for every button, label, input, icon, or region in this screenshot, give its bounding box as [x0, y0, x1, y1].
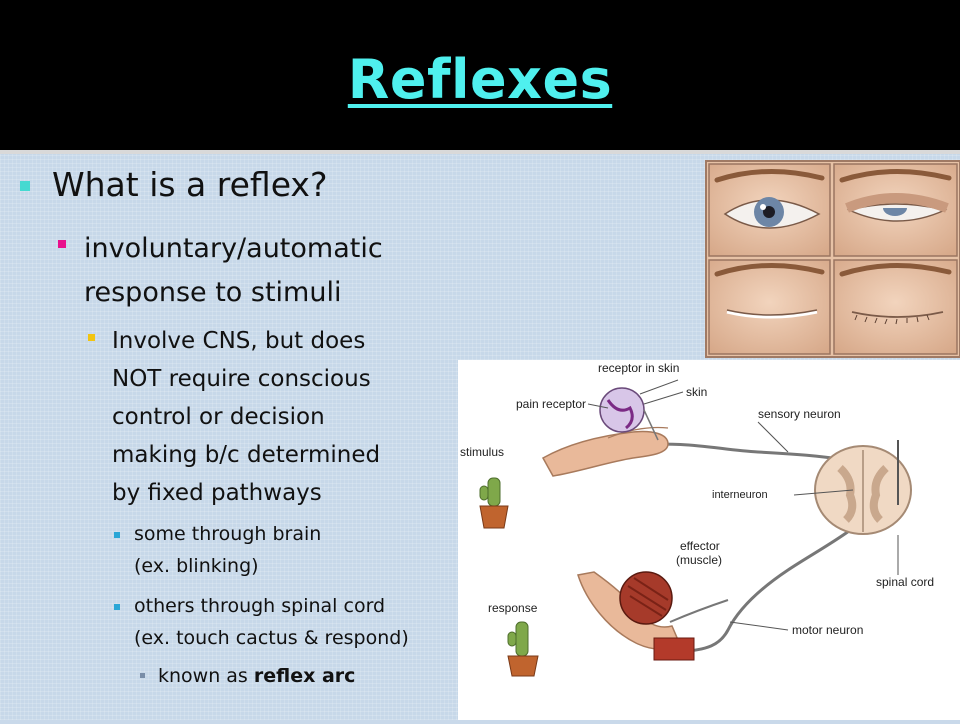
effector-muscle-inset: [619, 571, 673, 625]
bullet-marker-level2: [58, 240, 66, 248]
reflex-arc-illustration: receptor in skin skin pain receptor sens…: [460, 361, 934, 677]
bullet-what-is-reflex: What is a reflex?: [52, 165, 328, 204]
bullet-marker-level1: [20, 181, 30, 191]
bullet-line: control or decision: [112, 404, 325, 430]
bullet-line: others through spinal cord: [134, 595, 386, 617]
motor-neuron-path: [677, 504, 880, 654]
cactus-upper-icon: [479, 477, 509, 529]
bullet-through-brain: some through brain (ex. blinking): [134, 518, 454, 582]
bullet-through-spinal-cord: others through spinal cord (ex. touch ca…: [134, 590, 464, 654]
label-sensory-neuron: sensory neuron: [758, 407, 841, 421]
bullet-line: by fixed pathways: [112, 480, 322, 506]
sensory-neuron-path: [627, 442, 849, 462]
reflex-arc-diagram: receptor in skin skin pain receptor sens…: [458, 360, 960, 720]
title-divider: [0, 150, 960, 154]
eye-panel-closed: [833, 259, 958, 355]
eye-blink-illustration: [708, 163, 958, 355]
eye-panel-half: [833, 163, 958, 257]
title-bar: [0, 0, 960, 150]
bullet-line: involuntary/automatic: [84, 233, 383, 264]
spinal-cord-section: [814, 440, 912, 535]
bullet-line: (ex. blinking): [134, 555, 259, 577]
leader-receptor-in-skin: [639, 379, 679, 395]
bullet-involve-cns: Involve CNS, but does NOT require consci…: [112, 322, 432, 512]
bullet-text: known as: [158, 665, 254, 687]
eye-panel-nearly-closed: [708, 259, 831, 355]
hand-upper-icon: [541, 426, 669, 477]
label-response: response: [488, 601, 538, 615]
slide-title: Reflexes: [347, 48, 613, 111]
effector-nerve: [669, 599, 729, 623]
label-pain-receptor: pain receptor: [516, 397, 586, 411]
label-interneuron: interneuron: [712, 489, 768, 501]
label-muscle: (muscle): [676, 553, 722, 567]
label-effector: effector: [680, 539, 720, 553]
bullet-involuntary-response: involuntary/automatic response to stimul…: [84, 227, 444, 315]
bullet-marker-level3: [88, 334, 95, 341]
label-receptor-in-skin: receptor in skin: [598, 361, 679, 375]
leader-motor-neuron: [729, 621, 789, 631]
bullet-line: some through brain: [134, 523, 322, 545]
bullet-reflex-arc: known as reflex arc: [158, 660, 355, 692]
bullet-bold-text: reflex arc: [253, 665, 356, 687]
label-stimulus: stimulus: [460, 445, 504, 459]
leader-interneuron: [793, 489, 854, 496]
bullet-marker-level4: [114, 604, 120, 610]
label-spinal-cord: spinal cord: [876, 575, 934, 589]
label-skin: skin: [686, 385, 707, 399]
eye-blink-figure: [705, 160, 960, 358]
bullet-line: Involve CNS, but does: [112, 328, 366, 354]
cactus-lower-icon: [507, 621, 539, 677]
leader-pain-receptor: [587, 403, 609, 409]
leader-sensory-neuron: [757, 421, 789, 453]
bullet-line: response to stimuli: [84, 277, 342, 308]
bullet-marker-level4: [114, 532, 120, 538]
bullet-line: (ex. touch cactus & respond): [134, 627, 409, 649]
leader-skin: [643, 391, 684, 405]
bullet-line: NOT require conscious: [112, 366, 371, 392]
receptor-in-skin-inset: [599, 387, 659, 441]
bullet-line: making b/c determined: [112, 442, 381, 468]
label-motor-neuron: motor neuron: [792, 623, 863, 637]
bullet-marker-level5: [140, 673, 145, 678]
eye-panel-open: [708, 163, 831, 257]
